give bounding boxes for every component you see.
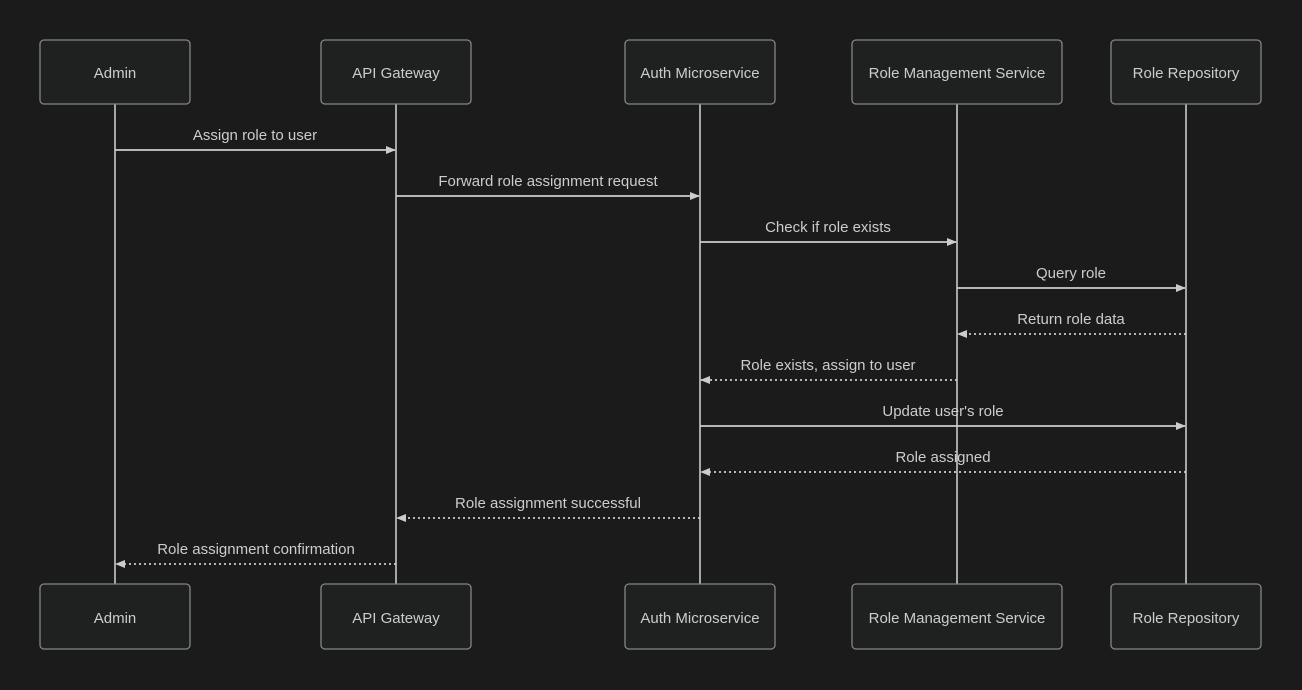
message-query-role: Query role: [957, 265, 1186, 292]
actor-bottom-role-repository: Role Repository: [1110, 583, 1262, 650]
actor-box: [320, 583, 472, 650]
actor-label: Role Repository: [1133, 610, 1240, 627]
actor-label: API Gateway: [352, 65, 440, 82]
message-label: Update user's role: [882, 403, 1003, 420]
message-role-assignment-confirmation: Role assignment confirmation: [115, 541, 396, 568]
actor-label: Auth Microservice: [640, 610, 759, 627]
actor-label: Admin: [94, 610, 137, 627]
message-label: Role assignment successful: [455, 495, 641, 512]
actor-bottom-api-gateway: API Gateway: [320, 583, 472, 650]
actor-label: Role Management Service: [869, 65, 1046, 82]
message-assign-role-to-user: Assign role to user: [115, 127, 396, 154]
actor-box: [320, 39, 472, 105]
actor-box: [851, 583, 1063, 650]
actor-box: [1110, 583, 1262, 650]
message-label: Query role: [1036, 265, 1106, 282]
actor-box: [39, 583, 191, 650]
message-check-if-role-exists: Check if role exists: [700, 219, 957, 246]
message-role-assignment-successful: Role assignment successful: [396, 495, 700, 522]
actor-label: API Gateway: [352, 610, 440, 627]
actor-top-api-gateway: API Gateway: [320, 39, 472, 105]
message-label: Role assignment confirmation: [157, 541, 355, 558]
actor-label: Role Management Service: [869, 610, 1046, 627]
message-update-users-role: Update user's role: [700, 403, 1186, 430]
message-label: Return role data: [1017, 311, 1125, 328]
actor-label: Admin: [94, 65, 137, 82]
actor-box: [39, 39, 191, 105]
actor-box: [851, 39, 1063, 105]
message-forward-role-assignment-request: Forward role assignment request: [396, 173, 700, 200]
actor-bottom-role-management-service: Role Management Service: [851, 583, 1063, 650]
message-return-role-data: Return role data: [957, 311, 1186, 338]
actor-top-admin: Admin: [39, 39, 191, 105]
actor-label: Role Repository: [1133, 65, 1240, 82]
actor-label: Auth Microservice: [640, 65, 759, 82]
actor-bottom-admin: Admin: [39, 583, 191, 650]
message-label: Forward role assignment request: [438, 173, 658, 190]
actor-box: [624, 39, 776, 105]
actor-bottom-auth-microservice: Auth Microservice: [624, 583, 776, 650]
actor-top-role-management-service: Role Management Service: [851, 39, 1063, 105]
message-role-exists-assign-to-user: Role exists, assign to user: [700, 357, 957, 384]
message-label: Assign role to user: [193, 127, 317, 144]
message-label: Role assigned: [895, 449, 990, 466]
actor-top-role-repository: Role Repository: [1110, 39, 1262, 105]
actor-top-auth-microservice: Auth Microservice: [624, 39, 776, 105]
actor-box: [1110, 39, 1262, 105]
message-label: Role exists, assign to user: [740, 357, 915, 374]
actor-box: [624, 583, 776, 650]
message-role-assigned: Role assigned: [700, 449, 1186, 476]
message-label: Check if role exists: [765, 219, 891, 236]
